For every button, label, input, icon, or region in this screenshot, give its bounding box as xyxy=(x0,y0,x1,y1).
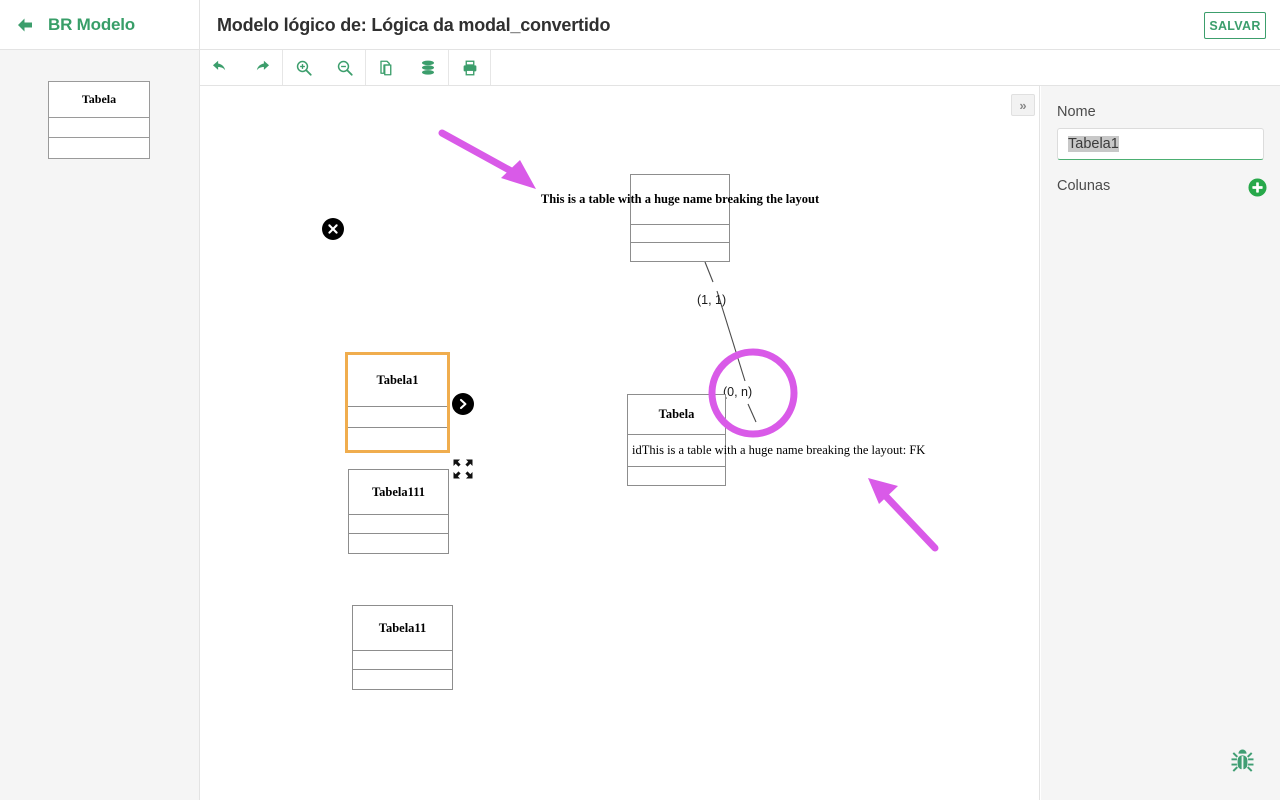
back-arrow-icon[interactable] xyxy=(12,12,38,38)
canvas-toolbar xyxy=(200,50,1280,86)
name-field-label: Nome xyxy=(1057,104,1096,120)
bug-report-icon[interactable] xyxy=(1230,748,1255,775)
palette-table-row xyxy=(49,118,149,138)
entity-name: This is a table with a huge name breakin… xyxy=(540,192,820,206)
undo-icon[interactable] xyxy=(200,50,241,85)
entity-header: Tabela1 xyxy=(348,355,447,407)
chevron-right-circle-icon[interactable] xyxy=(452,393,474,415)
page-title: Modelo lógico de: Lógica da modal_conver… xyxy=(217,15,611,35)
print-icon[interactable] xyxy=(449,50,490,85)
properties-panel: Nome Colunas xyxy=(1041,86,1280,800)
zoom-out-icon[interactable] xyxy=(324,50,365,85)
palette-table-row xyxy=(49,138,149,158)
entity-header: Tabela111 xyxy=(349,470,448,515)
database-icon[interactable] xyxy=(407,50,448,85)
top-header-bar: BR Modelo Modelo lógico de: Lógica da mo… xyxy=(0,0,1280,50)
entity-attribute-row xyxy=(349,534,448,553)
entity-attribute-row xyxy=(353,670,452,689)
palette-table-label: Tabela xyxy=(49,82,149,118)
expand-arrows-icon[interactable] xyxy=(452,458,474,485)
left-sidebar: Tabela xyxy=(0,50,200,800)
entity-attribute-row xyxy=(348,428,447,449)
cardinality-label-far: (0, n) xyxy=(723,385,753,399)
entity-attribute-row xyxy=(353,651,452,670)
entity-table[interactable]: Tabela111 xyxy=(348,469,449,554)
brand-zone: BR Modelo xyxy=(0,0,200,49)
entity-attribute-row xyxy=(631,243,729,261)
entity-attribute-row xyxy=(348,407,447,428)
close-circle-icon[interactable] xyxy=(322,218,344,240)
toolbar-group-history xyxy=(200,50,283,85)
brand-title[interactable]: BR Modelo xyxy=(48,14,135,34)
name-input[interactable] xyxy=(1057,128,1264,160)
palette-table-item[interactable]: Tabela xyxy=(48,81,150,159)
toolbar-group-zoom xyxy=(283,50,366,85)
entity-attribute-row-fk: idThis is a table with a huge name break… xyxy=(628,435,925,467)
save-button[interactable]: SALVAR xyxy=(1204,12,1266,39)
diagram-canvas[interactable]: » (1, 1) (0, n) This is a table with a h… xyxy=(200,86,1040,800)
entity-table[interactable]: Tabela idThis is a table with a huge nam… xyxy=(627,394,925,486)
entity-attribute-row xyxy=(349,515,448,534)
entity-header: Tabela xyxy=(628,395,725,435)
arrow-annotation-pointing-up-left xyxy=(876,486,939,552)
entity-attribute-row xyxy=(628,467,725,485)
entity-header: Tabela11 xyxy=(353,606,452,651)
zoom-in-icon[interactable] xyxy=(283,50,324,85)
toolbar-group-actions xyxy=(366,50,449,85)
toolbar-group-print xyxy=(449,50,491,85)
entity-attribute-row xyxy=(631,225,729,243)
add-circle-icon[interactable] xyxy=(1248,178,1267,197)
redo-icon[interactable] xyxy=(241,50,282,85)
entity-header: This is a table with a huge name breakin… xyxy=(541,175,819,225)
columns-section-label: Colunas xyxy=(1057,178,1111,194)
cardinality-label-near: (1, 1) xyxy=(697,293,727,307)
arrow-annotation-pointing-down-right xyxy=(438,129,526,181)
collapse-panel-button[interactable]: » xyxy=(1011,94,1035,116)
entity-table[interactable]: This is a table with a huge name breakin… xyxy=(541,174,819,262)
entity-table[interactable]: Tabela11 xyxy=(352,605,453,690)
entity-table-selected[interactable]: Tabela1 xyxy=(345,352,450,453)
duplicate-icon[interactable] xyxy=(366,50,407,85)
